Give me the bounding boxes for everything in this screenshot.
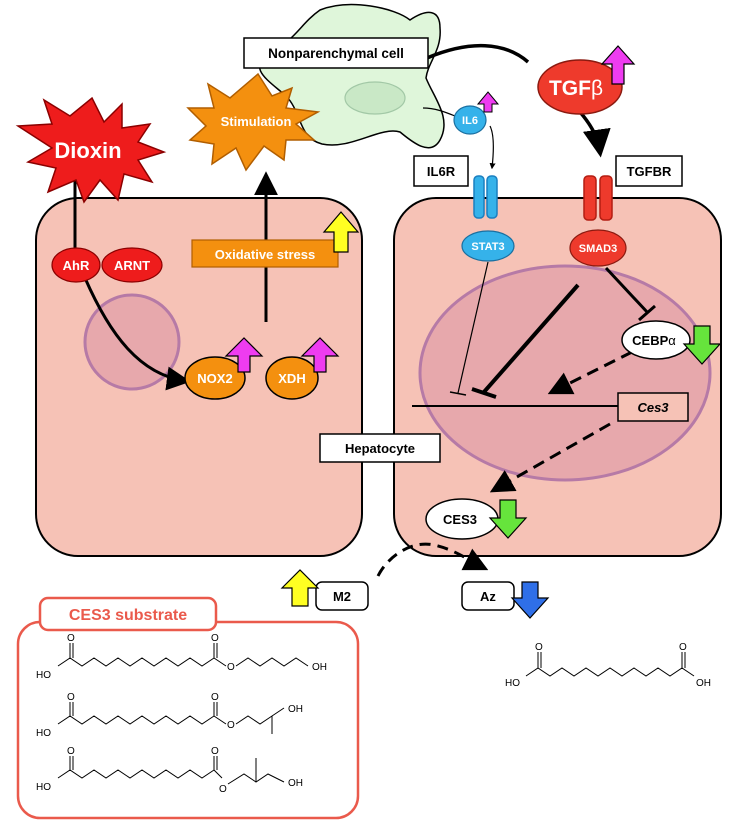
s1-ho: HO <box>36 670 51 681</box>
s1-o-top1: O <box>67 633 75 644</box>
left-nucleus <box>83 293 181 391</box>
m2-label: M2 <box>333 589 351 604</box>
az-oh: OH <box>696 678 711 689</box>
tgfb-ellipse <box>537 59 623 115</box>
stimulation-burst: Stimulation <box>186 72 321 172</box>
s2-oh: OH <box>288 704 303 715</box>
s3-o-top1: O <box>67 746 75 757</box>
s1-o-top2: O <box>211 633 219 644</box>
smad3-label: SMAD3 <box>579 243 618 255</box>
tgfbr-receptor <box>583 175 613 221</box>
dioxin-label: Dioxin <box>54 138 121 163</box>
xdh-label: XDH <box>278 371 305 386</box>
npc-nucleus <box>344 81 406 115</box>
s3-o-top2: O <box>211 746 219 757</box>
il6r-receptor <box>473 175 498 219</box>
smad3-ellipse <box>569 229 627 267</box>
oxidative-stress-label: Oxidative stress <box>215 247 315 262</box>
ces3-gene-label: Ces3 <box>637 400 669 415</box>
cebpa-ellipse <box>621 320 691 360</box>
xdh-up-arrow-icon <box>300 337 340 373</box>
oxidative-up-arrow-icon <box>322 211 360 253</box>
s3-o-ester: O <box>219 784 227 795</box>
m2-up-arrow-icon <box>280 569 320 607</box>
ces3-down-arrow-icon <box>488 499 528 539</box>
s2-o-ester: O <box>227 720 235 731</box>
il6r-label: IL6R <box>427 164 456 179</box>
il6-ellipse <box>453 105 487 135</box>
ahr-label: AhR <box>63 258 90 273</box>
az-label: Az <box>480 589 496 604</box>
tgfb-up-arrow-icon <box>600 45 636 85</box>
az-o-left: O <box>535 642 543 653</box>
tgfb-label: TGFβ <box>549 77 603 100</box>
substrate-title: CES3 substrate <box>69 607 187 624</box>
cebpa-label: CEBPα <box>632 333 676 348</box>
substrate-structure-1 <box>57 643 309 667</box>
substrate-structure-2 <box>57 702 285 734</box>
s2-o-top1: O <box>67 692 75 703</box>
substrate-structure-3 <box>57 756 285 785</box>
nox2-ellipse <box>184 356 246 400</box>
s2-o-top2: O <box>211 692 219 703</box>
s1-oh: OH <box>312 662 327 673</box>
stat3-ellipse <box>461 230 515 262</box>
s2-ho: HO <box>36 728 51 739</box>
il6-label: IL6 <box>462 115 478 127</box>
s3-ho: HO <box>36 782 51 793</box>
arnt-ellipse <box>101 247 163 283</box>
stimulation-label: Stimulation <box>221 114 292 129</box>
az-ho: HO <box>505 678 520 689</box>
arnt-label: ARNT <box>114 258 150 273</box>
nox2-up-arrow-icon <box>224 337 264 373</box>
dioxin-burst: Dioxin <box>15 96 167 204</box>
hepatocyte-label: Hepatocyte <box>345 441 415 456</box>
il6-up-arrow-icon <box>476 91 500 113</box>
az-down-arrow-icon <box>510 581 550 619</box>
azelaic-acid-structure <box>525 652 695 677</box>
nonparenchymal-cell-label: Nonparenchymal cell <box>268 46 404 61</box>
cebpa-down-arrow-icon <box>682 325 722 365</box>
az-o-right: O <box>679 642 687 653</box>
ahr-ellipse <box>51 247 101 283</box>
nox2-label: NOX2 <box>197 371 232 386</box>
substrate-box <box>16 620 360 820</box>
s1-o-ester: O <box>227 662 235 673</box>
ces3-protein-label: CES3 <box>443 512 477 527</box>
tgfbr-label: TGFBR <box>627 164 672 179</box>
xdh-ellipse <box>265 356 319 400</box>
stat3-label: STAT3 <box>471 241 504 253</box>
s3-oh: OH <box>288 778 303 789</box>
